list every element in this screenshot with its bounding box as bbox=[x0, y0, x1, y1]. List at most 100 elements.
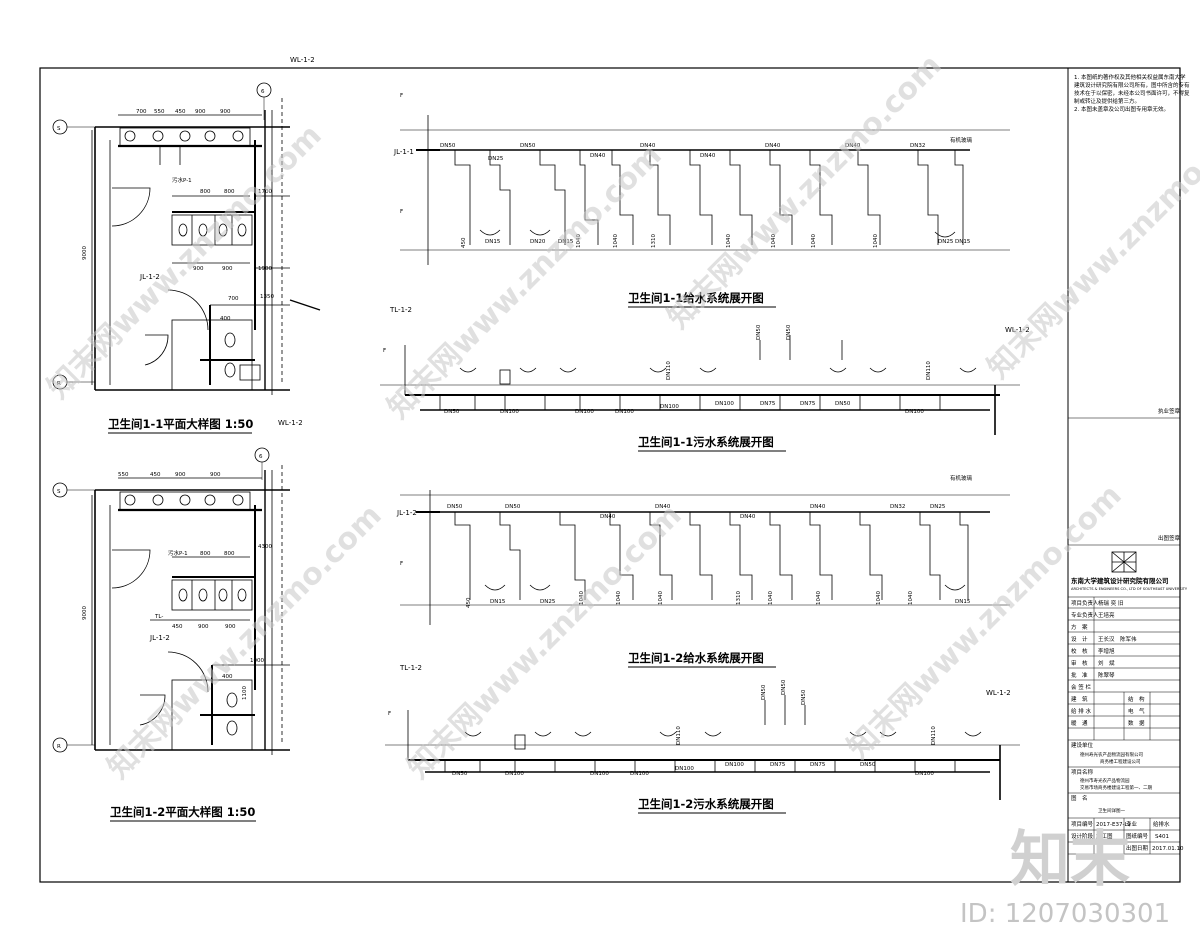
svg-text:知末网www.znzmo.com: 知末网www.znzmo.com bbox=[981, 98, 1200, 386]
svg-text:数 据: 数 据 bbox=[1128, 719, 1145, 727]
plan-1-2-labels: 550 450 900 900 800 800 450 900 900 4300… bbox=[52, 447, 272, 822]
svg-text:9000: 9000 bbox=[82, 246, 88, 260]
title-block: 1. 本图纸的著作权及其他相关权益属东南大学 建筑设计研究院有限公司所有，图中所… bbox=[1068, 73, 1190, 855]
svg-text:污水P-1: 污水P-1 bbox=[168, 549, 188, 557]
svg-text:450: 450 bbox=[466, 597, 472, 608]
svg-text:450: 450 bbox=[461, 237, 467, 248]
svg-text:DN100: DN100 bbox=[615, 409, 634, 415]
sys-1-2-waste bbox=[385, 695, 1020, 800]
svg-text:450: 450 bbox=[172, 624, 183, 630]
svg-text:DN20: DN20 bbox=[530, 239, 546, 245]
svg-text:TL-: TL- bbox=[154, 614, 163, 620]
svg-text:DN15: DN15 bbox=[955, 599, 971, 605]
svg-text:项目编号: 项目编号 bbox=[1071, 820, 1094, 828]
svg-text:JL-1-1: JL-1-1 bbox=[393, 148, 414, 156]
svg-text:DN100: DN100 bbox=[500, 409, 519, 415]
svg-text:知末网www.znzmo.com: 知末网www.znzmo.com bbox=[41, 118, 329, 406]
svg-text:S: S bbox=[57, 489, 61, 495]
svg-text:项目名称: 项目名称 bbox=[1071, 768, 1094, 776]
svg-text:800: 800 bbox=[224, 551, 235, 557]
svg-text:DN75: DN75 bbox=[810, 762, 826, 768]
sys-1-1-water-labels: F F JL-1-1 DN50 DN25 DN50 DN40 DN40 DN40… bbox=[393, 93, 973, 308]
svg-text:施工图: 施工图 bbox=[1096, 832, 1113, 840]
svg-text:DN25: DN25 bbox=[930, 504, 946, 510]
svg-text:DN50: DN50 bbox=[505, 504, 521, 510]
svg-text:建 筑: 建 筑 bbox=[1071, 695, 1088, 703]
svg-text:图 名: 图 名 bbox=[1071, 794, 1088, 802]
svg-text:DN50: DN50 bbox=[756, 324, 762, 340]
svg-text:DN15: DN15 bbox=[955, 239, 971, 245]
svg-text:900: 900 bbox=[220, 109, 231, 115]
company-name-en: ARCHITECTS & ENGINEERS CO., LTD OF SOUTH… bbox=[1071, 587, 1188, 591]
plan-1-1-labels: 700 550 450 900 900 800 800 900 900 1700… bbox=[52, 82, 303, 434]
company-name: 东南大学建筑设计研究院有限公司 bbox=[1071, 576, 1169, 585]
svg-text:1040: 1040 bbox=[616, 591, 622, 605]
sys-1-2-water-labels: F JL-1-2 DN50 DN50 DN40 DN40 DN40 DN40 D… bbox=[396, 474, 973, 668]
svg-text:王长汉 陈军伟: 王长汉 陈军伟 bbox=[1098, 635, 1137, 643]
svg-text:DN40: DN40 bbox=[600, 514, 616, 520]
svg-text:DN75: DN75 bbox=[760, 401, 776, 407]
svg-text:专业: 专业 bbox=[1126, 820, 1138, 828]
svg-text:550: 550 bbox=[118, 472, 129, 478]
svg-text:DN75: DN75 bbox=[770, 762, 786, 768]
stamp-professional: 执业签章 bbox=[1158, 407, 1181, 415]
svg-text:900: 900 bbox=[175, 472, 186, 478]
svg-text:JL-1-2: JL-1-2 bbox=[139, 273, 160, 281]
svg-text:王培亮: 王培亮 bbox=[1098, 611, 1115, 619]
svg-text:项目负责人: 项目负责人 bbox=[1071, 599, 1099, 607]
svg-text:DN100: DN100 bbox=[660, 404, 679, 410]
svg-text:DN110: DN110 bbox=[926, 361, 932, 380]
svg-text:900: 900 bbox=[210, 472, 221, 478]
svg-text:S: S bbox=[57, 126, 61, 132]
svg-text:商务楼工程建设公司: 商务楼工程建设公司 bbox=[1100, 758, 1141, 765]
svg-text:DN15: DN15 bbox=[485, 239, 501, 245]
svg-text:1100: 1100 bbox=[242, 686, 248, 700]
sys-1-2-water-supply bbox=[400, 490, 1010, 625]
svg-text:1040: 1040 bbox=[811, 234, 817, 248]
svg-text:给排水: 给排水 bbox=[1153, 820, 1170, 828]
svg-text:F: F bbox=[400, 93, 403, 99]
svg-text:F: F bbox=[388, 711, 391, 717]
svg-text:DN50: DN50 bbox=[452, 771, 468, 777]
svg-text:1700: 1700 bbox=[258, 189, 272, 195]
svg-text:设计阶段: 设计阶段 bbox=[1071, 832, 1094, 840]
svg-text:450: 450 bbox=[150, 472, 161, 478]
svg-text:1310: 1310 bbox=[651, 234, 657, 248]
svg-text:知末网www.znzmo.com: 知末网www.znzmo.com bbox=[101, 498, 389, 786]
svg-text:DN50: DN50 bbox=[786, 324, 792, 340]
sys-1-1-waste-title: 卫生间1-1污水系统展开图 bbox=[638, 435, 774, 449]
svg-text:550: 550 bbox=[154, 109, 165, 115]
svg-text:1040: 1040 bbox=[873, 234, 879, 248]
sys-1-2-waste-labels: TL-1-2 WL-1-2 F DN50 DN100 DN100 DN100 D… bbox=[388, 664, 1011, 814]
svg-text:WL-1-2: WL-1-2 bbox=[278, 419, 303, 427]
svg-text:DN25: DN25 bbox=[938, 239, 954, 245]
svg-text:DN25: DN25 bbox=[488, 156, 504, 162]
stamp-issue: 出图签章 bbox=[1158, 534, 1181, 542]
svg-text:DN32: DN32 bbox=[890, 504, 905, 510]
svg-text:德州市寿光农产品物流园: 德州市寿光农产品物流园 bbox=[1080, 777, 1130, 784]
brand-logo-text: 知末 bbox=[1010, 825, 1130, 895]
svg-text:DN15: DN15 bbox=[490, 599, 506, 605]
svg-text:800: 800 bbox=[200, 189, 211, 195]
svg-text:污水P-1: 污水P-1 bbox=[172, 176, 192, 184]
svg-text:4300: 4300 bbox=[258, 544, 272, 550]
plan-1-2 bbox=[91, 465, 290, 755]
svg-text:图纸编号: 图纸编号 bbox=[1126, 832, 1149, 840]
svg-text:DN100: DN100 bbox=[715, 401, 734, 407]
sys-1-2-water-title: 卫生间1-2给水系统展开图 bbox=[628, 651, 764, 665]
svg-text:S401: S401 bbox=[1155, 834, 1169, 840]
svg-text:1040: 1040 bbox=[726, 234, 732, 248]
svg-text:400: 400 bbox=[222, 674, 233, 680]
svg-text:JL-1-2: JL-1-2 bbox=[149, 634, 170, 642]
svg-text:知末网www.znzmo.com: 知末网www.znzmo.com bbox=[661, 48, 949, 336]
sys-1-1-water-title: 卫生间1-1给水系统展开图 bbox=[628, 291, 764, 305]
ref-top: WL-1-2 bbox=[290, 56, 315, 64]
svg-text:2017.01.10: 2017.01.10 bbox=[1152, 846, 1184, 852]
svg-text:1040: 1040 bbox=[908, 591, 914, 605]
svg-text:1040: 1040 bbox=[876, 591, 882, 605]
svg-text:DN40: DN40 bbox=[700, 153, 716, 159]
svg-text:400: 400 bbox=[220, 316, 231, 322]
svg-text:900: 900 bbox=[225, 624, 236, 630]
sheet-border bbox=[39, 67, 1181, 883]
svg-text:给 排 水: 给 排 水 bbox=[1071, 707, 1091, 715]
